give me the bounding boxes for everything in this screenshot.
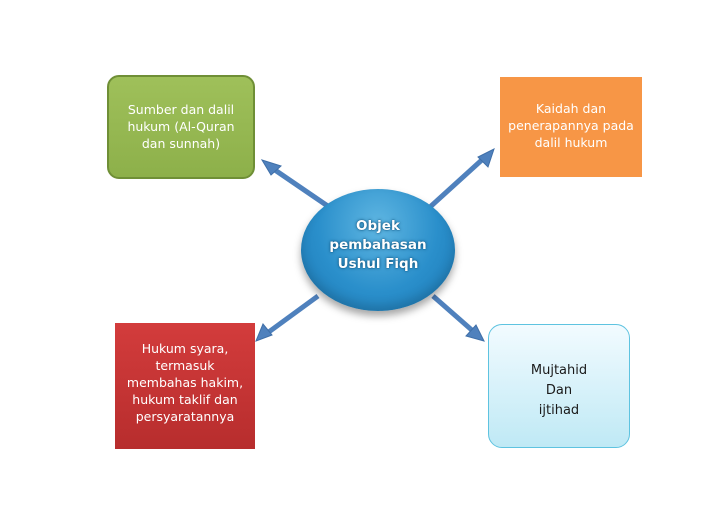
box-mujtahid: Mujtahid Dan ijtihad	[488, 324, 630, 448]
arrow-to-top-right	[428, 148, 495, 209]
center-ellipse: Objek pembahasan Ushul Fiqh	[301, 189, 455, 311]
box-kaidah: Kaidah dan penerapannya pada dalil hukum	[500, 77, 642, 177]
box-hukum-syara: Hukum syara, termasuk membahas hakim, hu…	[115, 323, 255, 449]
box-kaidah-label: Kaidah dan penerapannya pada dalil hukum	[508, 101, 634, 150]
arrow-to-bottom-left	[255, 293, 320, 342]
arrow-to-top-left	[260, 159, 337, 214]
box-sumber-dalil: Sumber dan dalil hukum (Al-Quran dan sun…	[107, 75, 255, 179]
box-sumber-dalil-label: Sumber dan dalil hukum (Al-Quran dan sun…	[127, 102, 235, 151]
center-ellipse-label: Objek pembahasan Ushul Fiqh	[329, 217, 427, 272]
box-hukum-syara-label: Hukum syara, termasuk membahas hakim, hu…	[126, 341, 244, 424]
arrow-to-bottom-right	[431, 294, 485, 342]
box-mujtahid-label: Mujtahid Dan ijtihad	[530, 363, 588, 418]
